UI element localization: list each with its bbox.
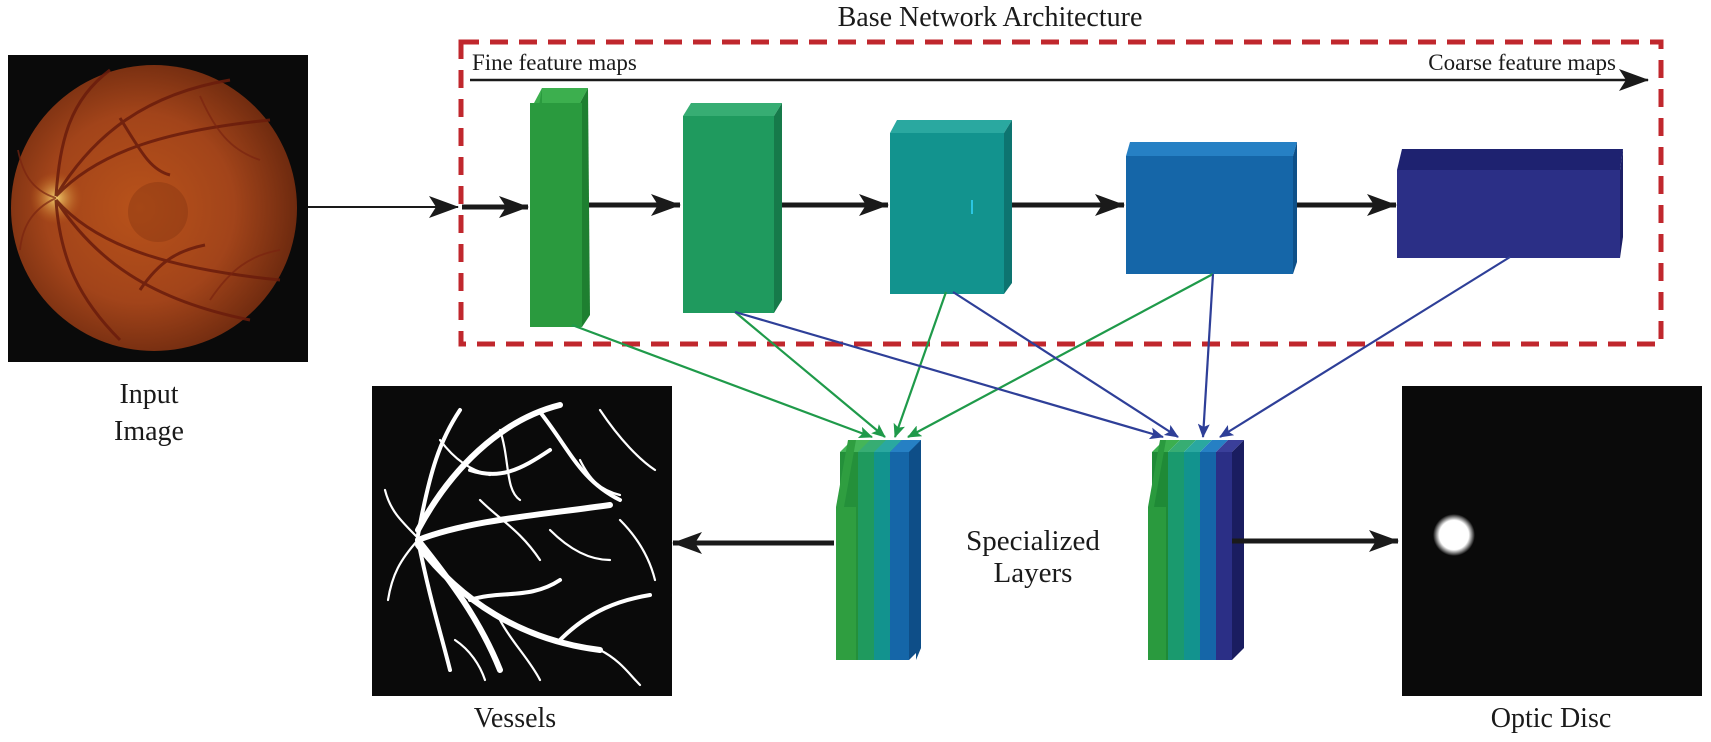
fine-feature-maps-label: Fine feature maps — [472, 50, 637, 75]
blue-link — [1197, 273, 1215, 438]
blue-link — [734, 310, 1164, 440]
green-links — [571, 273, 1214, 439]
vessels-label: Vessels — [474, 703, 556, 734]
input-image-label-line1: Input — [119, 379, 178, 410]
blue-link — [1219, 256, 1511, 438]
feature-map-block-5 — [1397, 149, 1623, 258]
green-link — [734, 311, 886, 438]
feature-map-block-1 — [530, 88, 590, 327]
input-image — [8, 55, 308, 362]
specialized-layers-label-line2: Layers — [994, 557, 1073, 589]
blue-links — [734, 256, 1511, 440]
optic-disc-label: Optic Disc — [1491, 703, 1612, 734]
feature-map-block-4 — [1126, 142, 1297, 274]
vessels-specialized-layer-stack — [836, 440, 921, 660]
vessels-output-image — [372, 386, 672, 696]
base-network-frame — [458, 39, 1664, 347]
input-image-label-line2: Image — [114, 416, 184, 447]
optic-disc-specialized-layer-stack — [1148, 440, 1244, 660]
specialized-layers-label-line1: Specialized — [966, 525, 1100, 557]
coarse-feature-maps-label: Coarse feature maps — [1428, 50, 1616, 75]
green-link — [907, 273, 1214, 438]
optic-disc-output-image — [1402, 386, 1702, 696]
feature-map-block-2 — [683, 103, 782, 313]
diagram-title: Base Network Architecture — [838, 2, 1143, 33]
green-link — [893, 291, 948, 438]
feature-map-block-3 — [890, 120, 1012, 294]
green-link — [571, 323, 873, 439]
blue-link — [952, 291, 1179, 438]
forward-arrows — [462, 194, 1397, 218]
